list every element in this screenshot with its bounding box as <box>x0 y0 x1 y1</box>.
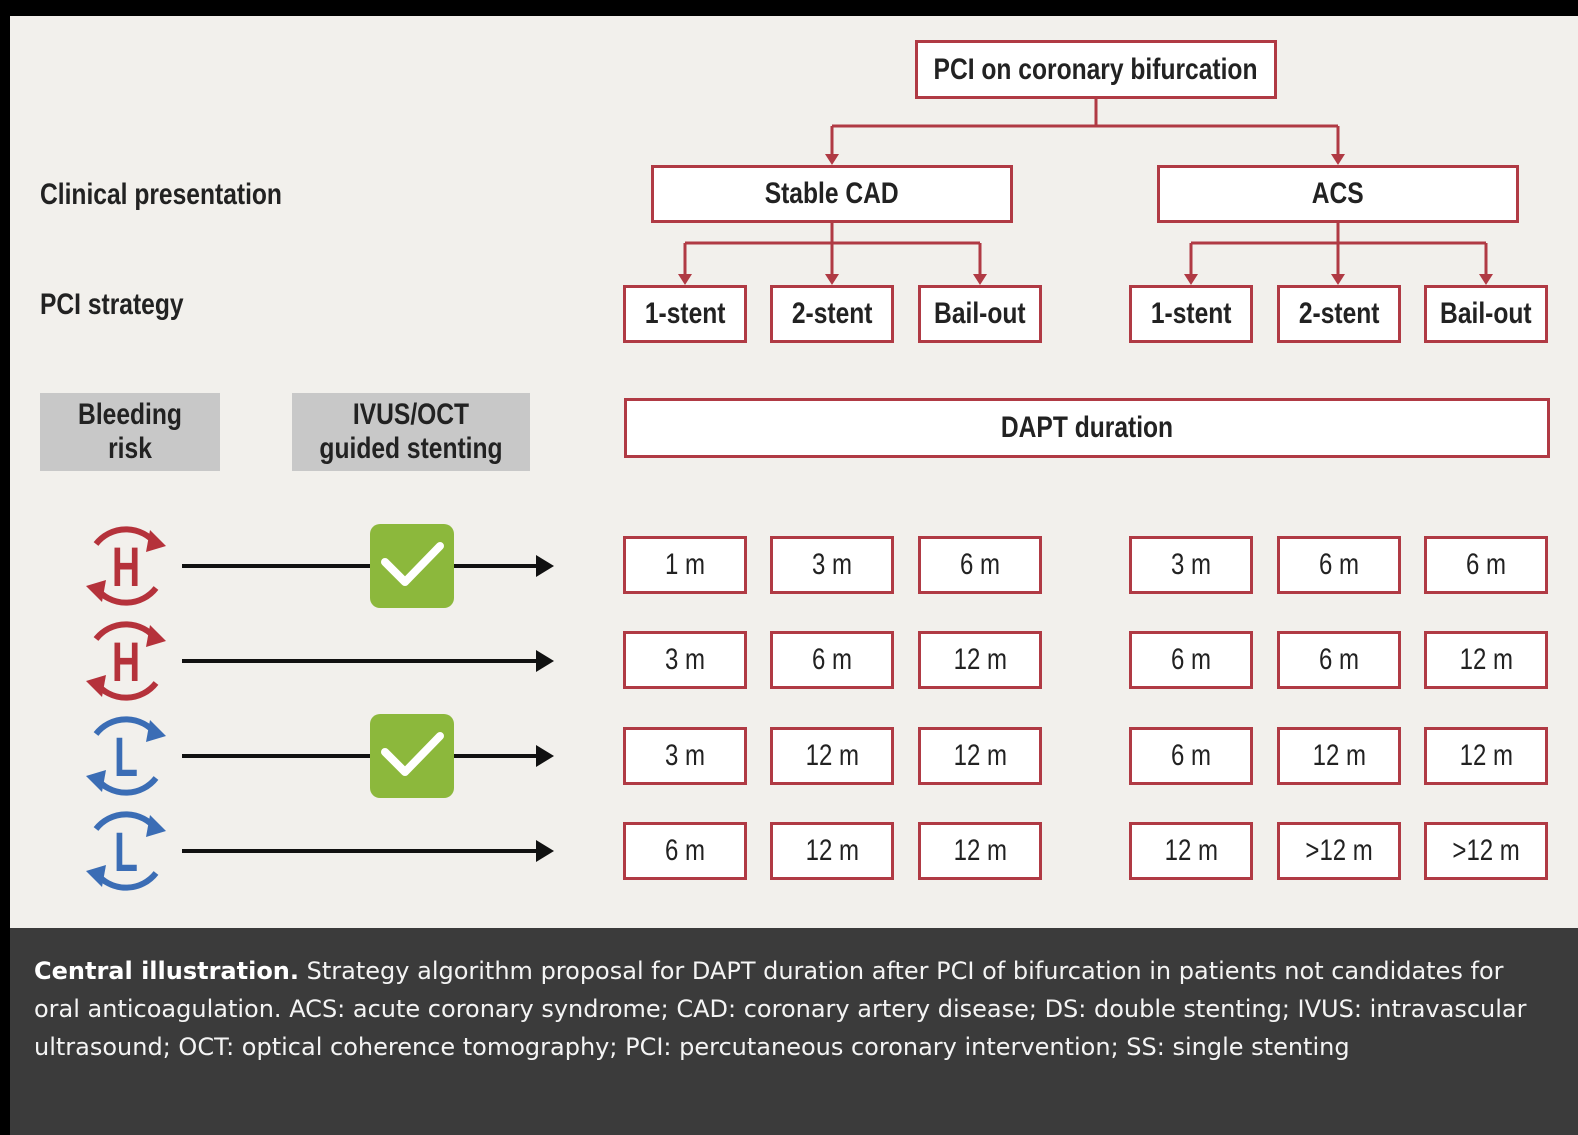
dapt-duration-header: DAPT duration <box>624 398 1550 458</box>
dapt-value: 6 m <box>1277 536 1401 594</box>
risk-arc-head <box>146 720 166 742</box>
dapt-value: 6 m <box>1129 727 1253 785</box>
root-node: PCI on coronary bifurcation <box>915 40 1277 99</box>
strategy-node: 2-stent <box>770 285 894 343</box>
dapt-value: 3 m <box>1129 536 1253 594</box>
root-node-label: PCI on coronary bifurcation <box>934 52 1258 86</box>
dapt-value: 6 m <box>918 536 1042 594</box>
dapt-value: 3 m <box>770 536 894 594</box>
acs-node: ACS <box>1157 165 1519 223</box>
dapt-value: 12 m <box>918 727 1042 785</box>
dapt-value: >12 m <box>1424 822 1548 880</box>
risk-letter: H <box>112 631 140 694</box>
bleeding-risk-header: Bleeding risk <box>40 393 220 471</box>
caption-text: Central illustration. Strategy algorithm… <box>34 952 1534 1066</box>
check-mark <box>381 542 444 586</box>
strategy-node: 1-stent <box>1129 285 1253 343</box>
connector-arrowhead <box>825 154 839 165</box>
risk-arrow-head <box>536 555 554 577</box>
bleeding-risk-icon: H <box>86 621 166 701</box>
dapt-value: 12 m <box>770 727 894 785</box>
connector-arrowhead <box>1331 274 1345 285</box>
connector-arrowhead <box>1479 274 1493 285</box>
connector-arrowhead <box>973 274 987 285</box>
risk-arc-head <box>146 625 166 647</box>
strategy-node: Bail-out <box>918 285 1042 343</box>
ivus-oct-header: IVUS/OCT guided stenting <box>292 393 530 471</box>
dapt-value: 6 m <box>1424 536 1548 594</box>
risk-arc-head <box>86 675 106 697</box>
risk-arc-head <box>86 865 106 887</box>
dapt-value: 12 m <box>918 822 1042 880</box>
pci-strategy-label: PCI strategy <box>40 288 184 321</box>
stable-cad-node: Stable CAD <box>651 165 1013 223</box>
bleeding-risk-icon: L <box>86 716 166 796</box>
risk-letter: L <box>114 821 138 884</box>
risk-arrow-head <box>536 840 554 862</box>
caption-bar: Central illustration. Strategy algorithm… <box>10 928 1578 1135</box>
dapt-value: 12 m <box>1129 822 1253 880</box>
bleeding-risk-icon: L <box>86 811 166 891</box>
connector-arrowhead <box>1184 274 1198 285</box>
connector-arrowhead <box>1331 154 1345 165</box>
dapt-value: 1 m <box>623 536 747 594</box>
dapt-duration-label: DAPT duration <box>1000 411 1174 444</box>
clinical-presentation-label: Clinical presentation <box>40 178 282 211</box>
check-mark <box>381 732 444 776</box>
dapt-value: 6 m <box>770 631 894 689</box>
risk-arc-head <box>86 770 106 792</box>
check-icon <box>370 714 454 798</box>
dapt-value: 12 m <box>770 822 894 880</box>
dapt-value: 6 m <box>623 822 747 880</box>
dapt-value: 12 m <box>918 631 1042 689</box>
connector-arrowhead <box>825 274 839 285</box>
risk-letter: H <box>112 536 140 599</box>
strategy-node: 1-stent <box>623 285 747 343</box>
risk-arc-head <box>86 580 106 602</box>
risk-arrow-head <box>536 745 554 767</box>
dapt-value: >12 m <box>1277 822 1401 880</box>
dapt-value: 3 m <box>623 631 747 689</box>
bleeding-risk-icon: H <box>86 526 166 606</box>
dapt-value: 12 m <box>1424 631 1548 689</box>
dapt-value: 3 m <box>623 727 747 785</box>
caption-title: Central illustration. <box>34 957 300 985</box>
dapt-value: 12 m <box>1424 727 1548 785</box>
strategy-node: 2-stent <box>1277 285 1401 343</box>
connector-arrowhead <box>678 274 692 285</box>
check-box <box>370 714 454 798</box>
check-box <box>370 524 454 608</box>
acs-label: ACS <box>1312 177 1364 210</box>
stable-cad-label: Stable CAD <box>765 177 899 210</box>
risk-arrow-head <box>536 650 554 672</box>
check-icon <box>370 524 454 608</box>
caption-body: Strategy algorithm proposal for DAPT dur… <box>34 957 1527 1061</box>
dapt-value: 6 m <box>1129 631 1253 689</box>
risk-arc-head <box>146 530 166 552</box>
dapt-value: 12 m <box>1277 727 1401 785</box>
dapt-value: 6 m <box>1277 631 1401 689</box>
risk-arc-head <box>146 815 166 837</box>
risk-letter: L <box>114 726 138 789</box>
strategy-node: Bail-out <box>1424 285 1548 343</box>
